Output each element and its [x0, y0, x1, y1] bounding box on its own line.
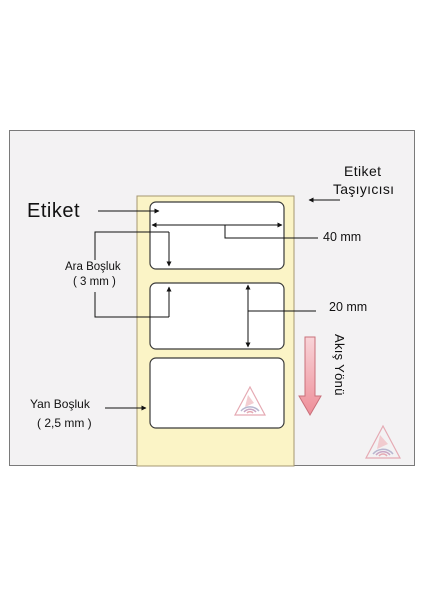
gap-bracket-bottom	[94, 292, 169, 318]
label-2	[149, 282, 285, 350]
height-label: 20 mm	[329, 300, 368, 314]
width-label: 40 mm	[323, 230, 362, 244]
label-1	[149, 201, 285, 270]
flow-direction-label: Akış Yönü	[332, 334, 347, 396]
side-gap-value: ( 2,5 mm )	[37, 416, 92, 430]
brand-logo-icon	[233, 385, 267, 416]
flow-direction-arrow	[298, 336, 322, 416]
carrier-title-line1: Etiket	[344, 163, 382, 179]
gap-bracket-top	[94, 231, 169, 260]
label-3	[149, 357, 285, 429]
width-leader	[224, 225, 318, 239]
carrier-title-line2: Taşıyıcısı	[333, 181, 395, 197]
etiket-label: Etiket	[27, 200, 81, 222]
gap-value: ( 3 mm )	[73, 276, 116, 288]
side-gap-title: Yan Boşluk	[30, 397, 90, 411]
gap-title: Ara Boşluk	[65, 261, 121, 273]
brand-logo-icon	[365, 424, 401, 459]
